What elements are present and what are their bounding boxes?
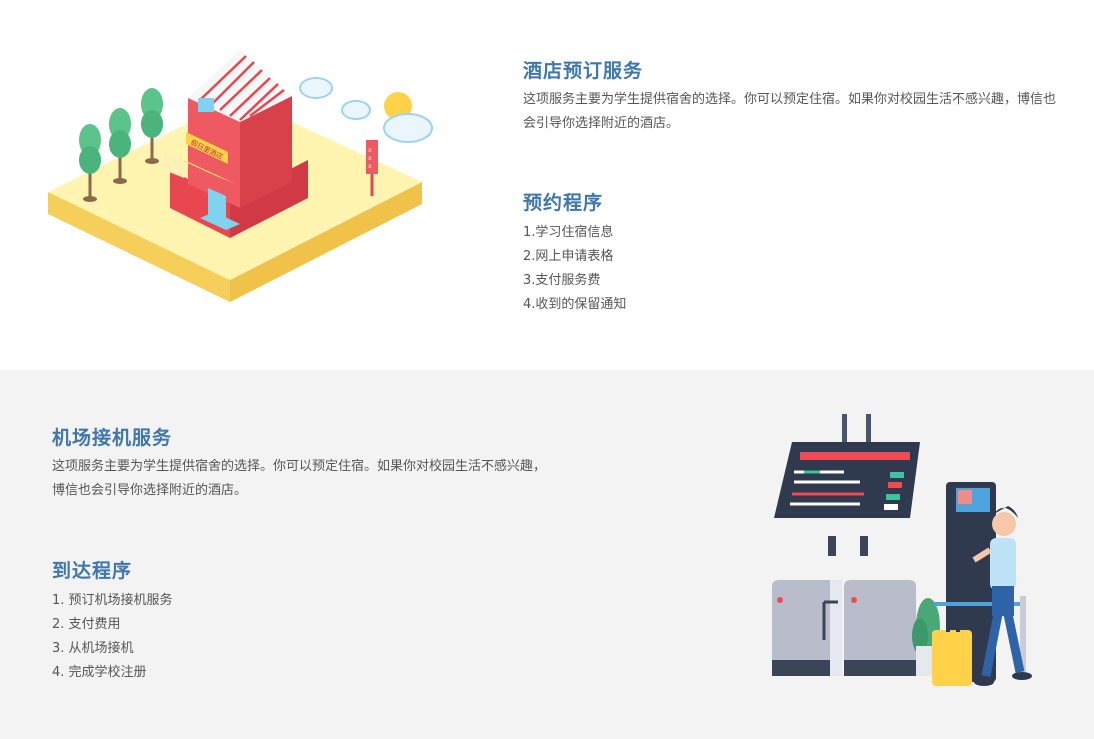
airport-service-description: 这项服务主要为学生提供宿舍的选择。你可以预定住宿。如果你对校园生活不感兴趣， 博…	[52, 455, 672, 503]
list-item: 2. 支付费用	[52, 617, 121, 632]
list-item: 3. 从机场接机	[52, 641, 134, 656]
list-item: 3.支付服务费	[523, 273, 601, 288]
airport-service-title: 机场接机服务	[52, 427, 173, 449]
cloud-icon	[341, 100, 371, 120]
person-figure	[972, 506, 1032, 686]
airport-section: 机场接机服务 这项服务主要为学生提供宿舍的选择。你可以预定住宿。如果你对校园生活…	[0, 370, 1094, 739]
list-item: 2.网上申请表格	[523, 249, 614, 264]
signpost: x x x	[366, 140, 378, 196]
svg-text:x: x	[368, 147, 372, 154]
description-line: 博信也会引导你选择附近的酒店。	[52, 483, 248, 498]
airport-procedure-steps: 1. 预订机场接机服务 2. 支付费用 3. 从机场接机 4. 完成学校注册	[52, 589, 173, 685]
list-item: 1.学习住宿信息	[523, 225, 614, 240]
hotel-procedure-steps: 1.学习住宿信息 2.网上申请表格 3.支付服务费 4.收到的保留通知	[523, 221, 626, 317]
tree-icon	[79, 124, 101, 202]
list-item: 4.收到的保留通知	[523, 297, 627, 312]
platform-right-side	[230, 182, 422, 302]
tree-icon	[109, 108, 131, 184]
platform-left-side	[48, 192, 230, 302]
list-item: 1. 预订机场接机服务	[52, 593, 173, 608]
hotel-procedure-title: 预约程序	[523, 192, 604, 214]
hotel-building: 假日里酒店	[164, 50, 308, 238]
svg-text:x: x	[368, 163, 372, 170]
cloud-icon	[299, 77, 333, 99]
airport-procedure-title: 到达程序	[52, 560, 133, 582]
hotel-illustration: 假日里酒店 x x x	[48, 50, 433, 302]
security-gate	[772, 536, 842, 676]
sun-icon	[384, 92, 412, 120]
suitcase-icon	[932, 620, 972, 686]
departure-board	[774, 414, 920, 518]
hotel-section: 假日里酒店 x x x 酒店预订服务 这项服务主要	[48, 50, 1057, 317]
svg-text:x: x	[368, 155, 372, 162]
cloud-icon	[383, 113, 433, 143]
airport-illustration	[772, 414, 1032, 686]
hotel-service-description: 这项服务主要为学生提供宿舍的选择。你可以预定住宿。如果你对校园生活不感兴趣，博信…	[523, 92, 1057, 131]
tree-icon	[141, 88, 163, 164]
security-gate	[844, 536, 916, 676]
list-item: 4. 完成学校注册	[52, 665, 147, 680]
description-line: 这项服务主要为学生提供宿舍的选择。你可以预定住宿。如果你对校园生活不感兴趣，	[52, 459, 547, 474]
hotel-service-title: 酒店预订服务	[523, 60, 644, 82]
